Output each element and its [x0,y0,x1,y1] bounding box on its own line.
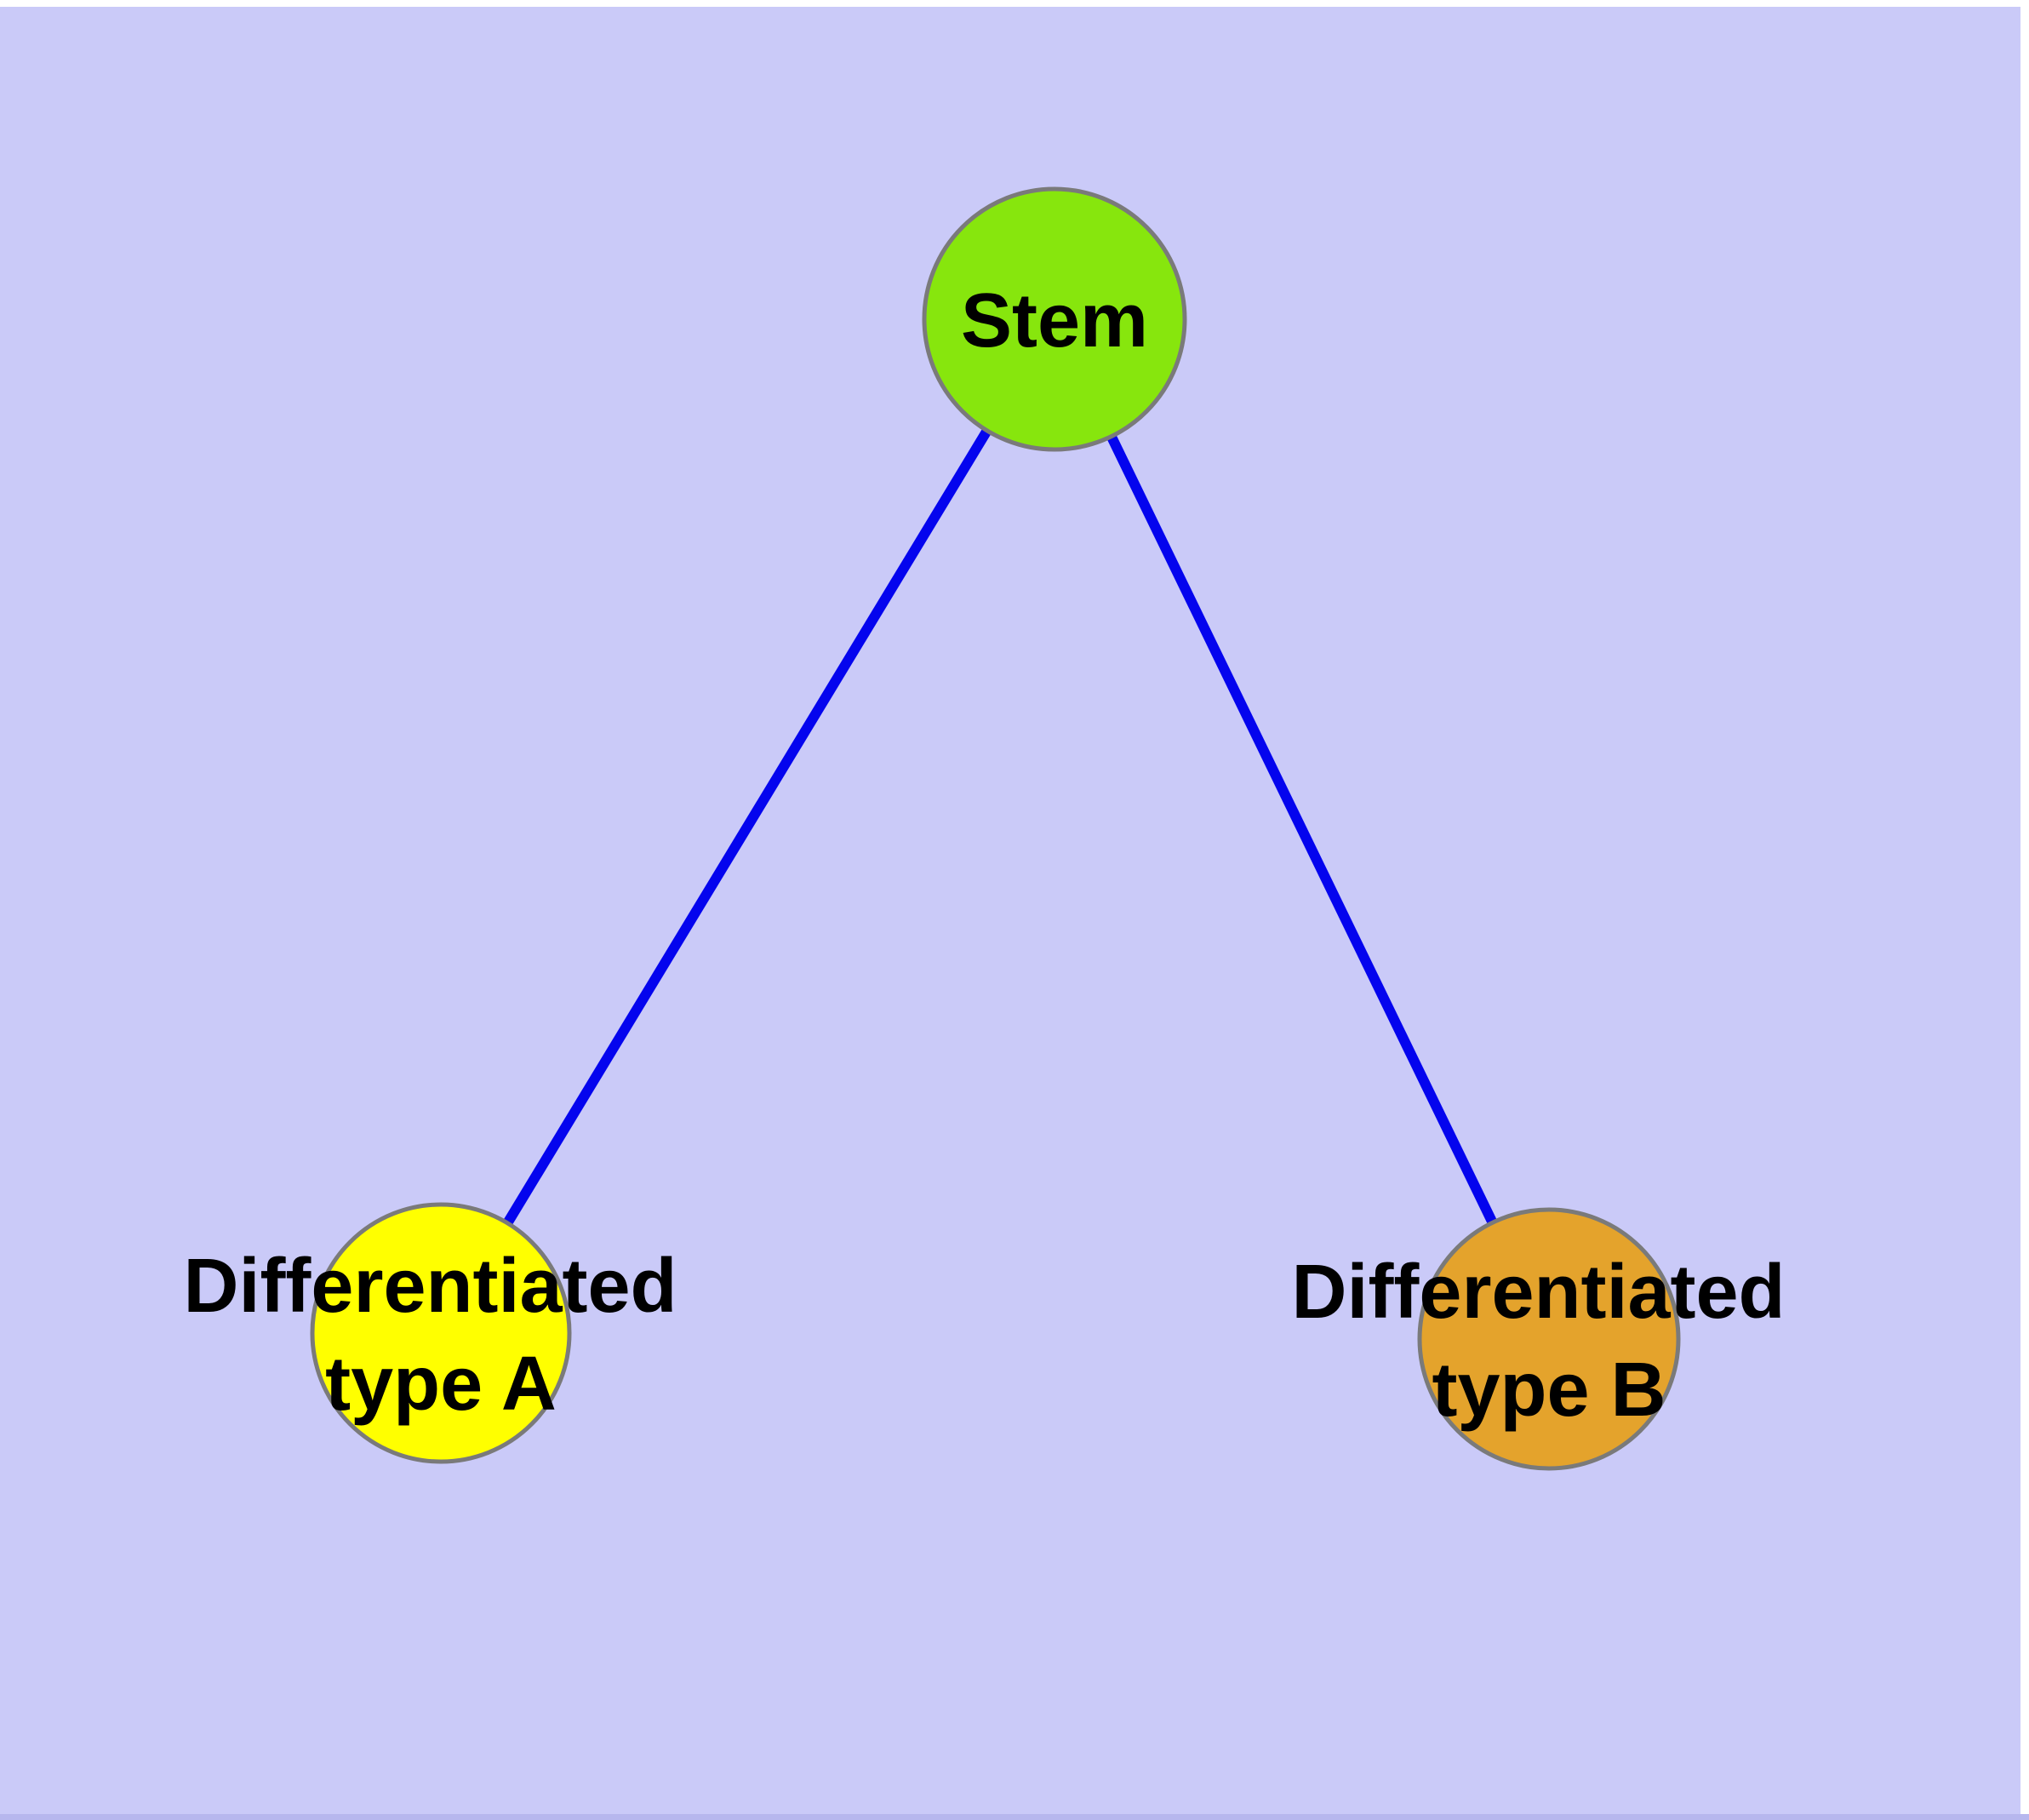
node-stem-label: Stem [961,278,1148,363]
node-type-a-label: Differentiated type A [183,1244,698,1427]
bottom-edge-strip [0,1814,2029,1820]
node-type-a-label-line1: Differentiated [183,1244,677,1329]
node-type-a-label-line2: type A [325,1342,557,1427]
edge-stem-to-type-b [1049,317,1554,1342]
node-stem [922,186,1187,452]
edge-stem-to-type-a [436,316,1060,1336]
node-type-b-label-line2: type B [1432,1348,1666,1433]
node-differentiated-type-b [1417,1207,1681,1471]
node-type-b-label-line1: Differentiated [1291,1250,1785,1335]
node-stem-label-line1: Stem [961,278,1148,363]
node-type-b-label: Differentiated type B [1291,1250,1806,1433]
node-differentiated-type-a [310,1202,572,1464]
